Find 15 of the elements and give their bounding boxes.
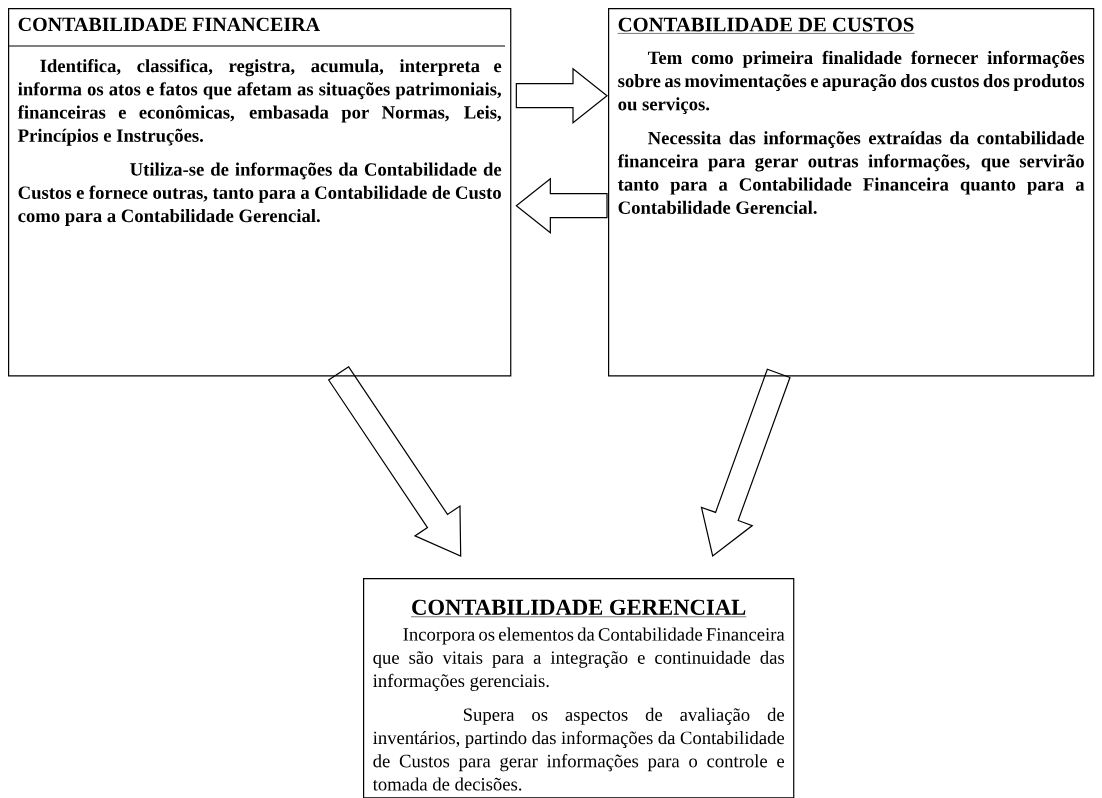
paragraph: Incorpora os elementos da Contabilidade Financeira que são vitais para a integração e continuidade das informações gerenciais. <box>373 627 785 691</box>
paragraph: Necessita das informações extraídas da contabilidade financeira para gerar outras informações, que servirão tanto para a Contabilidade Financeira quanto para a Contabilidade Gerencial. <box>617 131 1085 214</box>
block-arrow <box>515 177 608 234</box>
heading: CONTABILIDADE GERENCIAL <box>410 599 747 617</box>
heading: CONTABILIDADE DE CUSTOS <box>617 17 915 34</box>
text-box <box>363 578 795 798</box>
paragraph: Supera os aspectos de avaliação de inventários, partindo das informações da Contabilidade de Custos para gerar informações para o controle e tomada de decisões. <box>372 707 785 791</box>
paragraph: Utiliza-se de informações da Contabilidade de Custos e fornece outras, tanto para a Contabilidade de Custo como para a Contabilidade Gerencial. <box>18 162 502 226</box>
paragraph: Tem como primeira finalidade fornecer informações sobre as movimentações e apuração dos custos dos produtos ou serviços. <box>618 50 1085 115</box>
text-box <box>608 8 1095 377</box>
block-arrow <box>515 67 608 124</box>
paragraph: Identifica, classifica, registra, acumula, interpreta e informa os atos e fatos que afetam as situações patrimoniais, financeiras e econômicas, embasada por Normas, Leis, Princípios e Instruções. <box>17 58 502 146</box>
block-arrow <box>700 368 791 558</box>
heading: CONTABILIDADE FINANCEIRA <box>18 17 320 32</box>
text-box <box>7 8 512 377</box>
